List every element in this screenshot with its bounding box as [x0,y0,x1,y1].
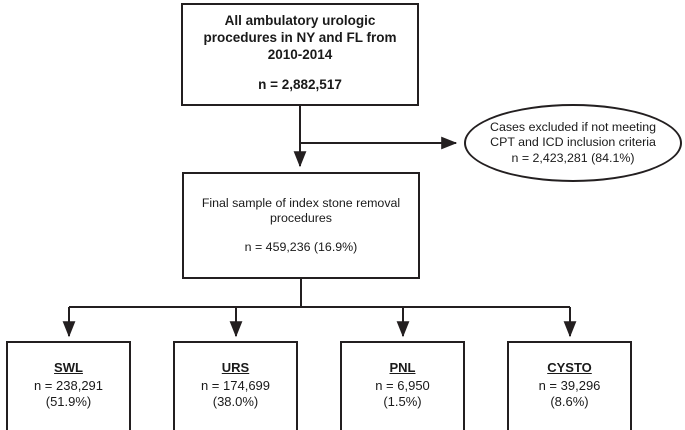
leaf-code: URS [221,360,250,376]
excluded-count: n = 2,423,281 (84.1%) [511,150,635,165]
leaf-code: SWL [54,360,83,376]
leaf-percent: (1.5%) [383,394,422,410]
leaf-percent: (38.0%) [212,394,259,410]
leaf-percent: (8.6%) [550,394,589,410]
leaf-count: n = 238,291 [33,377,104,393]
source-cohort-line-2: procedures in NY and FL from [203,30,397,45]
node-leaf-cysto: CYSTO n = 39,296 (8.6%) [507,341,632,430]
node-leaf-pnl: PNL n = 6,950 (1.5%) [340,341,465,430]
final-sample-line-1: Final sample of index stone removal [201,195,401,210]
leaf-code: CYSTO [547,360,592,376]
node-leaf-swl: SWL n = 238,291 (51.9%) [6,341,131,430]
excluded-line-1: Cases excluded if not meeting [490,119,656,134]
final-sample-count: n = 459,236 (16.9%) [244,239,358,254]
node-final-sample: Final sample of index stone removal proc… [182,172,420,279]
leaf-percent: (51.9%) [45,394,92,410]
final-sample-line-2: procedures [270,211,332,226]
leaf-count: n = 6,950 [375,377,430,393]
node-source-cohort: All ambulatory urologic procedures in NY… [181,3,419,106]
leaf-code: PNL [389,360,416,376]
excluded-line-2: CPT and ICD inclusion criteria [490,135,656,150]
source-cohort-line-1: All ambulatory urologic [224,13,376,28]
leaf-count: n = 39,296 [538,377,601,393]
node-leaf-urs: URS n = 174,699 (38.0%) [173,341,298,430]
source-cohort-count: n = 2,882,517 [258,77,342,92]
leaf-count: n = 174,699 [200,377,271,393]
node-excluded-cases: Cases excluded if not meeting CPT and IC… [464,104,682,182]
source-cohort-line-3: 2010-2014 [267,47,333,62]
